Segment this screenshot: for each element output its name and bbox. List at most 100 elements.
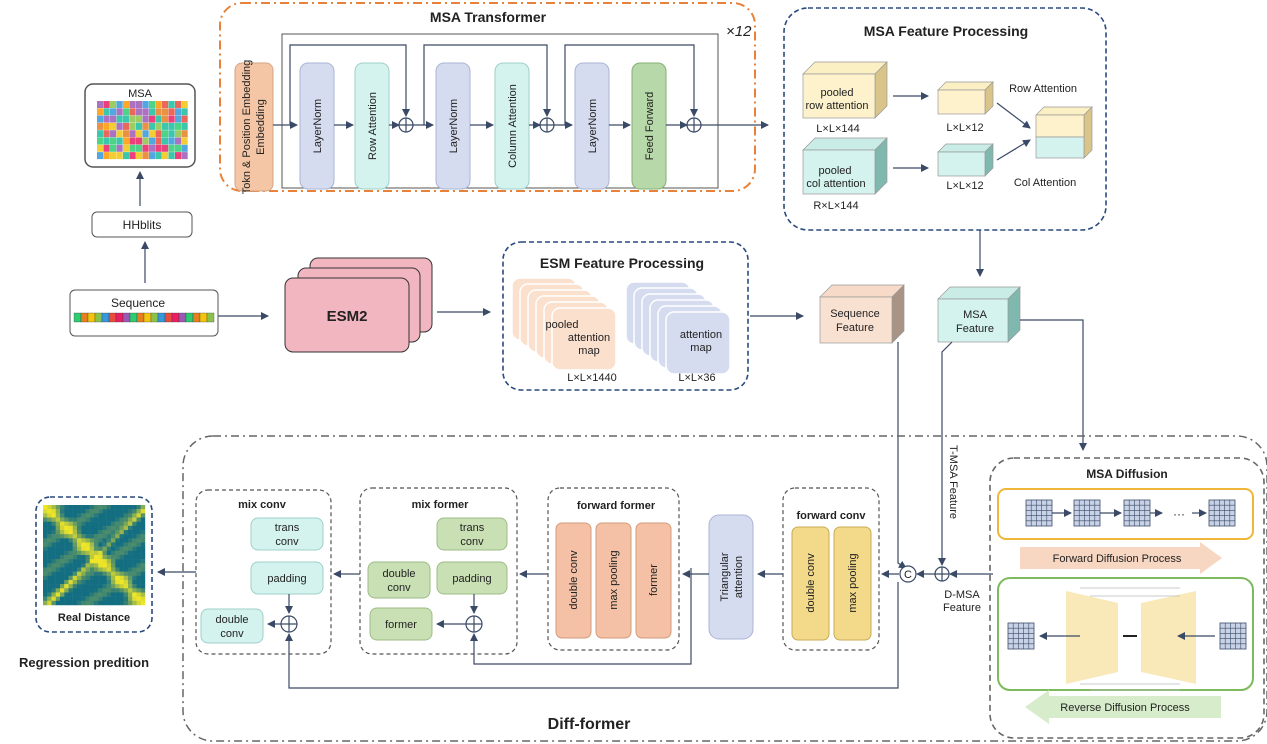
unet-shape — [1066, 587, 1196, 691]
mix-conv-padding: padding — [250, 561, 324, 595]
forward-diffusion-grids — [1025, 499, 1236, 527]
reverse-diffusion-grids — [1007, 622, 1247, 650]
svg-text:conv: conv — [220, 628, 244, 640]
column-attention-block: Column Attention — [494, 62, 530, 190]
feature-connectors — [881, 319, 1087, 578]
layernorm-1: LayerNorm — [299, 62, 335, 190]
msa-feature-cube — [937, 286, 1021, 343]
svg-text:padding: padding — [267, 573, 306, 585]
former-former: former — [635, 522, 672, 639]
sequence-feature-line2: Feature — [836, 322, 874, 334]
svg-text:LayerNorm: LayerNorm — [312, 99, 324, 153]
esm-feature-title: ESM Feature Processing — [540, 255, 704, 271]
forward-diffusion-label: Forward Diffusion Process — [1053, 553, 1182, 565]
attention-map-line1: attention — [680, 329, 722, 341]
svg-text:former: former — [385, 619, 417, 631]
svg-text:conv: conv — [387, 582, 411, 594]
embedding-block: Tokn & Position Embedding Embedding — [234, 60, 274, 194]
svg-text:ESM2: ESM2 — [327, 308, 368, 325]
pooled-row-cube — [802, 61, 888, 119]
layernorm-2: LayerNorm — [435, 62, 471, 190]
svg-text:Triangular: Triangular — [719, 552, 731, 601]
svg-text:double conv: double conv — [568, 550, 580, 610]
svg-text:double: double — [215, 614, 248, 626]
forward-double-conv: double conv — [791, 526, 830, 641]
attention-map-stack — [625, 281, 731, 375]
dim-small-2: L×L×12 — [946, 180, 983, 192]
mix-former-trans-conv: trans conv — [436, 517, 508, 551]
esm2-block: ESM2 — [284, 257, 433, 353]
pooled-col-line2: col attention — [806, 178, 865, 190]
pooled-attention-line2: attention — [568, 332, 610, 344]
svg-text:Embedding: Embedding — [255, 99, 267, 155]
msa-grid-icon — [1123, 499, 1151, 527]
diff-former-title: Diff-former — [548, 716, 631, 733]
pooled-col-cube — [802, 137, 888, 195]
mix-former-double-conv: double conv — [367, 561, 431, 599]
msa-transformer-frame — [219, 2, 756, 192]
pooled-row-line2: row attention — [806, 100, 869, 112]
row-attention-label: Row Attention — [1009, 83, 1077, 95]
msa-grid-icon — [1007, 622, 1035, 650]
hhblits-box: HHblits — [91, 211, 193, 238]
mix-former-padding: padding — [436, 561, 508, 595]
transformer-flow-lines — [273, 44, 769, 129]
dim-col-label: R×L×144 — [813, 200, 858, 212]
diff-former-frame — [182, 435, 1267, 742]
forward-max-pooling: max pooling — [833, 526, 872, 641]
msa-grid-image — [97, 101, 188, 160]
forward-conv-frame — [782, 487, 880, 651]
d-msa-line1: D-MSA — [944, 589, 980, 601]
msa-grid-icon — [1208, 499, 1236, 527]
triangular-attention-block: Triangular attention — [708, 514, 754, 640]
mix-former-title: mix former — [412, 499, 470, 511]
svg-text:HHblits: HHblits — [123, 218, 162, 232]
mix-conv-add — [280, 615, 298, 633]
real-distance-frame — [35, 496, 153, 633]
pooled-attention-line1: pooled — [545, 319, 578, 331]
pooled-row-line1: pooled — [820, 87, 853, 99]
svg-text:max pooling: max pooling — [847, 553, 859, 612]
msa-input-box: MSA — [84, 83, 196, 168]
svg-text:Feed Forward: Feed Forward — [644, 92, 656, 160]
former-double-conv: double conv — [555, 522, 592, 639]
svg-text:C: C — [904, 569, 912, 581]
mix-conv-frame — [195, 489, 332, 655]
svg-text:padding: padding — [452, 573, 491, 585]
svg-text:max pooling: max pooling — [608, 550, 620, 609]
ellipsis: ··· — [1173, 507, 1185, 521]
msa-grid-icon — [1025, 499, 1053, 527]
reverse-diffusion-box — [997, 577, 1254, 691]
mix-conv-trans-conv: trans conv — [250, 517, 324, 551]
dim-row-label: L×L×144 — [816, 123, 859, 135]
svg-text:MSA: MSA — [128, 88, 153, 100]
msa-grid-icon — [1073, 499, 1101, 527]
svg-text:trans: trans — [460, 522, 485, 534]
former-max-pooling: max pooling — [595, 522, 632, 639]
msa-grid-icon — [1219, 622, 1247, 650]
sequence-feature-line1: Sequence — [830, 308, 880, 320]
t-msa-label: T-MSA Feature — [947, 445, 959, 519]
mix-conv-double-conv: double conv — [200, 608, 264, 644]
feed-forward-block: Feed Forward — [631, 62, 667, 190]
pooled-col-line1: pooled — [818, 165, 851, 177]
mix-conv-flow — [157, 568, 899, 689]
small-row-cube — [937, 81, 994, 115]
svg-text:double conv: double conv — [805, 553, 817, 613]
msa-feature-line1: MSA — [963, 309, 988, 321]
pooled-attention-stack — [511, 277, 617, 371]
reverse-diffusion-label: Reverse Diffusion Process — [1060, 702, 1190, 714]
svg-text:Row Attention: Row Attention — [367, 92, 379, 160]
reverse-diffusion-arrow — [1025, 690, 1221, 724]
col-attention-label: Col Attention — [1014, 177, 1076, 189]
repeat-label: ×12 — [726, 23, 752, 40]
d-msa-line2: Feature — [943, 602, 981, 614]
msa-diffusion-title: MSA Diffusion — [1086, 467, 1168, 481]
dim-pooled-label: L×L×1440 — [567, 372, 617, 384]
svg-text:conv: conv — [460, 536, 484, 548]
svg-text:LayerNorm: LayerNorm — [587, 99, 599, 153]
dim-attention-label: L×L×36 — [678, 372, 715, 384]
mix-former-former: former — [369, 607, 433, 641]
